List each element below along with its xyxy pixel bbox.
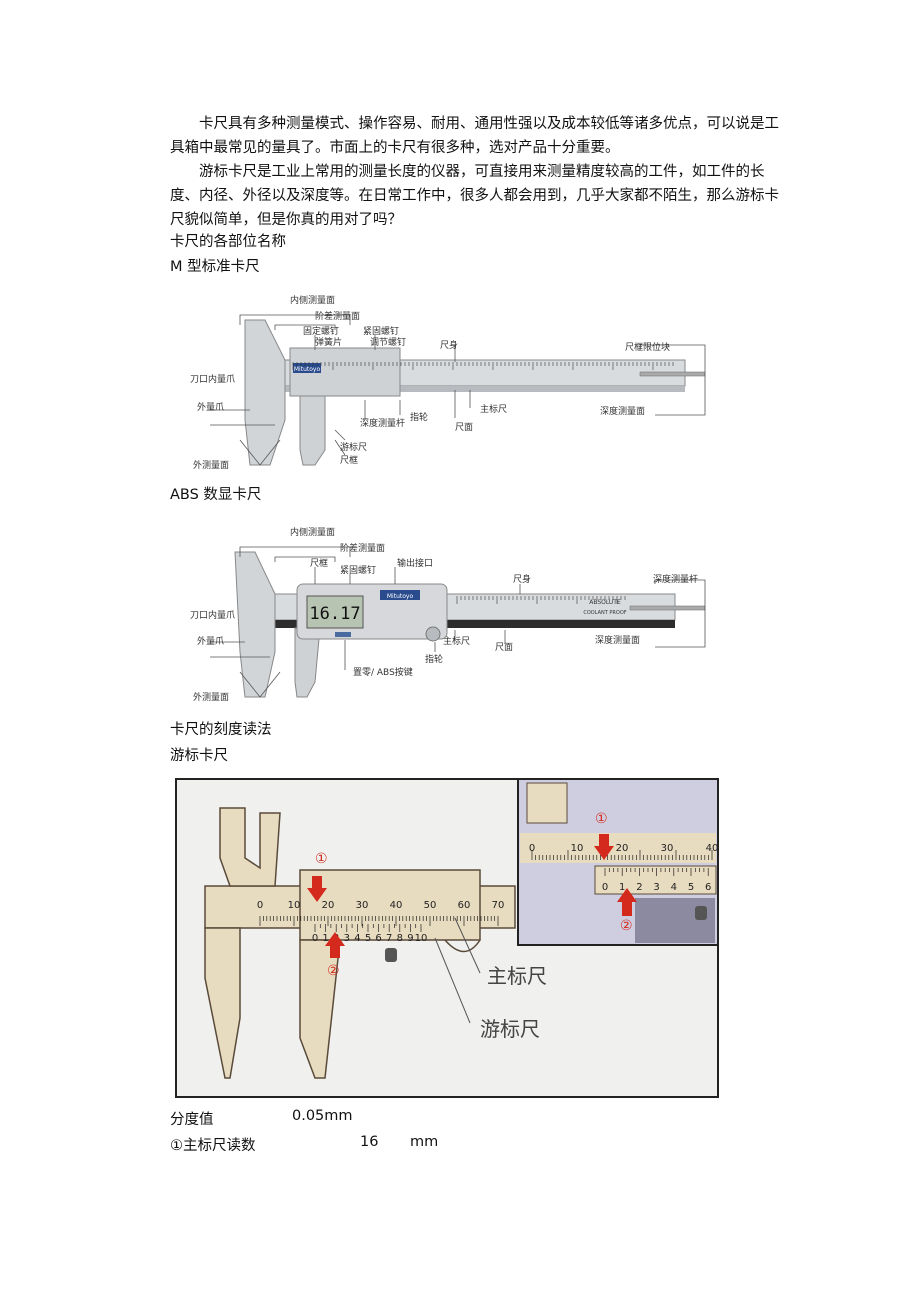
vern-nums-label: 1 (322, 933, 328, 944)
inset-vern-nums-label: 1 (619, 882, 625, 893)
fig2-label-inner-face: 内侧测量面 (290, 526, 335, 538)
m-type-caliper-figure: Mitutoyo 内侧测量面 阶差测量面 固定螺钉 紧固螺钉 弹簧片 调节螺钉 … (190, 294, 706, 471)
main-nums-label: 50 (424, 900, 437, 911)
main-nums-label: 60 (458, 900, 471, 911)
fig2-brand: Mitutoyo (387, 593, 414, 600)
main-nums-label: 70 (492, 900, 505, 911)
fig1-label-frame: 尺框 (340, 454, 358, 466)
resolution-label: 分度值 (170, 1112, 214, 1128)
inset-main-nums-label: 20 (616, 843, 629, 854)
vern-nums-label: 5 (365, 933, 371, 944)
fig2-label-depth-face: 深度测量面 (595, 634, 640, 646)
fig2-label-main-scale: 主标尺 (443, 635, 470, 647)
inset-marker-1: ① (595, 811, 608, 827)
heading-reading: 卡尺的刻度读法 (170, 722, 272, 738)
fig1-label-outer-face: 外测量面 (193, 459, 229, 471)
label-vernier-scale: 游标尺 (480, 1017, 540, 1041)
fig1-label-vernier-scale: 游标尺 (340, 441, 367, 453)
heading-abs: ABS 数显卡尺 (170, 487, 262, 503)
fig1-label-inner-face: 内侧测量面 (290, 294, 335, 306)
abs-digital-caliper-figure: 16.17 Mitutoyo ABSOLUTE COOLANT PROOF 内侧… (190, 526, 706, 703)
vern-nums-label: 3 (344, 933, 350, 944)
fig1-label-adjust-screw: 调节螺钉 (370, 337, 406, 348)
intro-paragraph: 卡尺具有多种测量模式、操作容易、耐用、通用性强以及成本较低等诸多优点，可以说是工… (170, 116, 779, 156)
main-nums-label: 0 (257, 900, 263, 911)
inset-vern-nums-label: 5 (688, 882, 694, 893)
heading-vernier: 游标卡尺 (170, 748, 228, 764)
fig1-label-spring: 弹簧片 (315, 336, 342, 348)
fig2-product-line: ABSOLUTE (589, 599, 621, 606)
fig2-label-frame: 尺框 (310, 557, 328, 569)
inset-vern-nums-label: 4 (671, 882, 677, 893)
heading-m-type: M 型标准卡尺 (170, 259, 260, 275)
fig2-proof: COOLANT PROOF (583, 610, 626, 616)
fig2-label-blade-inner-jaw: 刀口内量爪 (190, 609, 235, 621)
fig2-label-step-face: 阶差测量面 (340, 542, 385, 554)
vern-nums-label: 4 (354, 933, 360, 944)
vern-nums-label: 7 (386, 933, 392, 944)
main-nums-label: 30 (356, 900, 369, 911)
vern-nums-label: 8 (397, 933, 403, 944)
fig2-display-value: 16.17 (309, 604, 360, 624)
inset-vern-nums-label: 3 (653, 882, 659, 893)
resolution-value: 0.05mm (292, 1108, 353, 1124)
label-main-scale: 主标尺 (487, 964, 547, 988)
main-nums-label: 20 (322, 900, 335, 911)
marker-1: ① (315, 851, 328, 867)
fig2-label-ruler-face: 尺面 (495, 642, 513, 653)
main-nums-label: 40 (390, 900, 403, 911)
fig2-label-thumb: 指轮 (425, 653, 443, 665)
fig2-label-outer-face: 外测量面 (193, 691, 229, 703)
fig1-label-ruler-face: 尺面 (455, 422, 473, 433)
fig1-label-blade-inner-jaw: 刀口内量爪 (190, 373, 235, 385)
fig1-label-outer-jaw: 外量爪 (197, 401, 224, 413)
inset-vern-nums-label: 2 (636, 882, 642, 893)
marker-2: ② (327, 963, 340, 979)
fig2-label-lock-screw: 紧固螺钉 (340, 565, 376, 576)
inset-vern-nums-label: 6 (705, 882, 711, 893)
fig1-label-step-face: 阶差测量面 (315, 310, 360, 322)
main-nums-label: 10 (288, 900, 301, 911)
fig1-label-main-scale: 主标尺 (480, 403, 507, 415)
main-scale-reading-unit: mm (410, 1134, 439, 1150)
inset-main-nums-label: 40 (706, 843, 719, 854)
main-scale-reading-label: ①主标尺读数 (170, 1138, 256, 1154)
vernier-intro-paragraph: 游标卡尺是工业上常用的测量长度的仪器，可直接用来测量精度较高的工件，如工件的长度… (170, 164, 779, 228)
main-scale-reading-value: 16 (360, 1134, 379, 1150)
fig1-label-fixed-screw: 固定螺钉 (303, 325, 339, 337)
fig2-label-output-port: 输出接口 (397, 557, 433, 569)
fig2-label-depth-rod: 深度测量杆 (653, 573, 698, 585)
vern-nums-label: 6 (375, 933, 381, 944)
inset-main-nums-label: 0 (529, 843, 535, 854)
fig1-label-depth-rod: 深度测量杆 (360, 417, 405, 429)
fig1-label-lock-screw: 紧固螺钉 (363, 326, 399, 337)
fig2-label-zero-abs: 置零/ ABS按键 (353, 666, 413, 678)
vern-nums-label: 10 (415, 933, 428, 944)
fig1-label-end-block: 尺框限位块 (625, 341, 670, 353)
inset-vern-nums-label: 0 (602, 882, 608, 893)
fig2-label-outer-jaw: 外量爪 (197, 635, 224, 647)
inset-marker-2: ② (620, 918, 633, 934)
fig1-label-thumb: 指轮 (410, 411, 428, 423)
inset-main-nums-label: 30 (661, 843, 674, 854)
fig1-brand: Mitutoyo (294, 366, 321, 373)
fig1-label-depth-face: 深度测量面 (600, 405, 645, 417)
inset-main-nums-label: 10 (571, 843, 584, 854)
vern-nums-label: 0 (312, 933, 318, 944)
heading-parts-name: 卡尺的各部位名称 (170, 234, 286, 250)
vern-nums-label: 9 (407, 933, 413, 944)
fig2-label-ruler-body: 尺身 (513, 573, 531, 585)
fig1-label-ruler-body: 尺身 (440, 339, 458, 351)
